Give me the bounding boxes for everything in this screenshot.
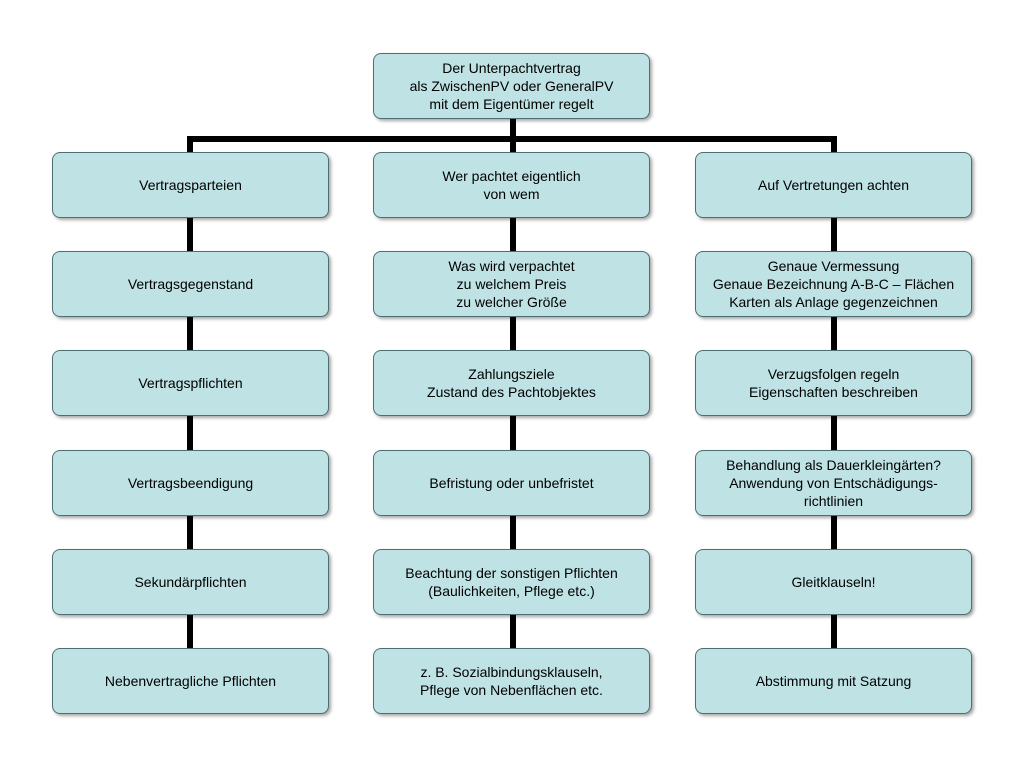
- column-3-item-5: Gleitklauseln!: [695, 549, 972, 615]
- column-1-item-1: Vertragsparteien: [52, 152, 329, 218]
- column-1-item-6: Nebenvertragliche Pflichten: [52, 648, 329, 714]
- column-2-item-2: Was wird verpachtet zu welchem Preis zu …: [373, 251, 650, 317]
- column-2-item-1: Wer pachtet eigentlich von wem: [373, 152, 650, 218]
- column-3-item-2: Genaue Vermessung Genaue Bezeichnung A-B…: [695, 251, 972, 317]
- column-1-item-2: Vertragsgegenstand: [52, 251, 329, 317]
- column-3-item-1: Auf Vertretungen achten: [695, 152, 972, 218]
- root-connector-line: [510, 118, 516, 138]
- column-2-item-4: Befristung oder unbefristet: [373, 450, 650, 516]
- column-1-item-3: Vertragspflichten: [52, 350, 329, 416]
- column-2-item-5: Beachtung der sonstigen Pflichten (Bauli…: [373, 549, 650, 615]
- column-3-item-3: Verzugsfolgen regeln Eigenschaften besch…: [695, 350, 972, 416]
- root-box: Der Unterpachtvertrag als ZwischenPV ode…: [373, 53, 650, 119]
- column-1-item-5: Sekundärpflichten: [52, 549, 329, 615]
- column-1-item-4: Vertragsbeendigung: [52, 450, 329, 516]
- column-2-item-6: z. B. Sozialbindungsklauseln, Pflege von…: [373, 648, 650, 714]
- column-3-item-6: Abstimmung mit Satzung: [695, 648, 972, 714]
- column-2-item-3: Zahlungsziele Zustand des Pachtobjektes: [373, 350, 650, 416]
- column-3-item-4: Behandlung als Dauerkleingärten? Anwendu…: [695, 450, 972, 516]
